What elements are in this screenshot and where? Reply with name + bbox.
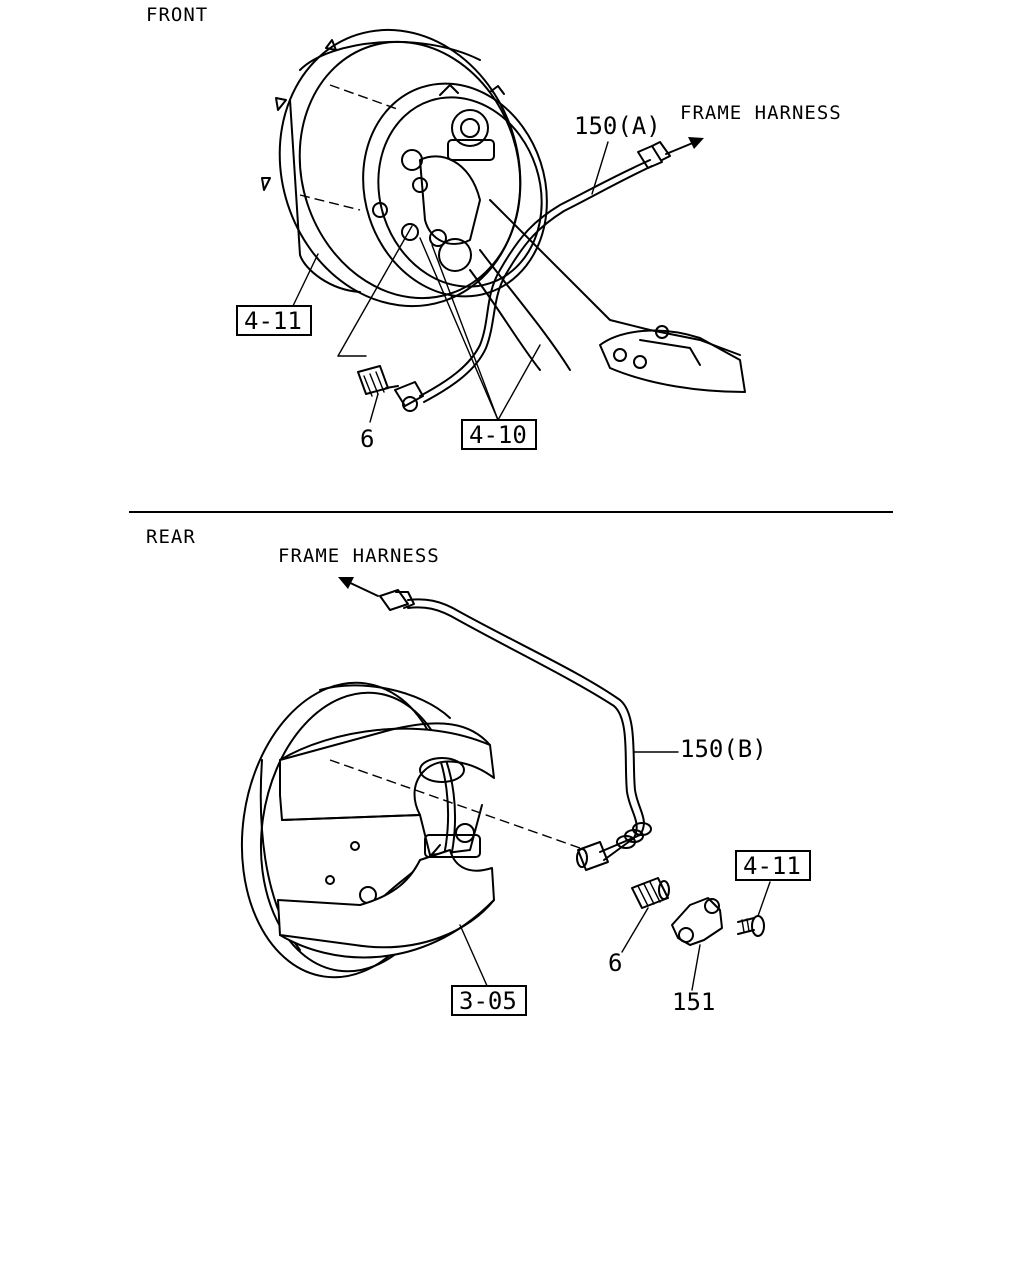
rear-sensor-bracket-part-151	[671, 897, 723, 991]
rear-ref-box-bolt-label: 4-11	[743, 852, 801, 880]
front-frame-harness-label: FRAME HARNESS	[680, 102, 842, 124]
front-ref-box-upper-label: 4-11	[244, 307, 302, 335]
rear-sensor-sleeve-part-6	[621, 877, 670, 953]
front-leader-lines	[291, 141, 609, 421]
front-wheel-speed-sensor-part-6	[357, 365, 399, 423]
rear-ref-box-brake[interactable]	[451, 985, 527, 1016]
front-harness-part-number: 150(A)	[574, 112, 661, 140]
rear-harness-part-number: 150(B)	[680, 735, 767, 763]
rear-bracket-part-number: 151	[672, 988, 715, 1016]
front-brake-drum-illustration	[261, 28, 548, 308]
rear-section: REAR	[146, 526, 811, 1016]
rear-bracket-bolt	[737, 881, 771, 937]
front-frame-harness-arrow	[665, 137, 704, 155]
front-ref-box-lower[interactable]	[461, 419, 537, 450]
rear-sensor-harness-cable	[379, 589, 652, 871]
front-ref-box-lower-label: 4-10	[469, 421, 527, 449]
rear-brake-shoes-illustration	[277, 722, 495, 959]
rear-brake-leader-line	[459, 924, 489, 989]
front-section: FRONT	[146, 4, 842, 453]
rear-sensor-part-number: 6	[608, 949, 622, 977]
front-ref-box-upper[interactable]	[236, 305, 312, 336]
rear-section-label: REAR	[146, 526, 196, 548]
front-sensor-harness-cable	[394, 141, 671, 412]
rear-frame-harness-label: FRAME HARNESS	[278, 545, 440, 567]
rear-ref-box-brake-label: 3-05	[459, 987, 517, 1015]
rear-ref-box-bolt[interactable]	[735, 850, 811, 881]
rear-frame-harness-arrow	[338, 577, 379, 597]
front-axle-beam-illustration	[469, 199, 746, 393]
front-section-label: FRONT	[146, 4, 208, 26]
front-sensor-part-number: 6	[360, 425, 374, 453]
